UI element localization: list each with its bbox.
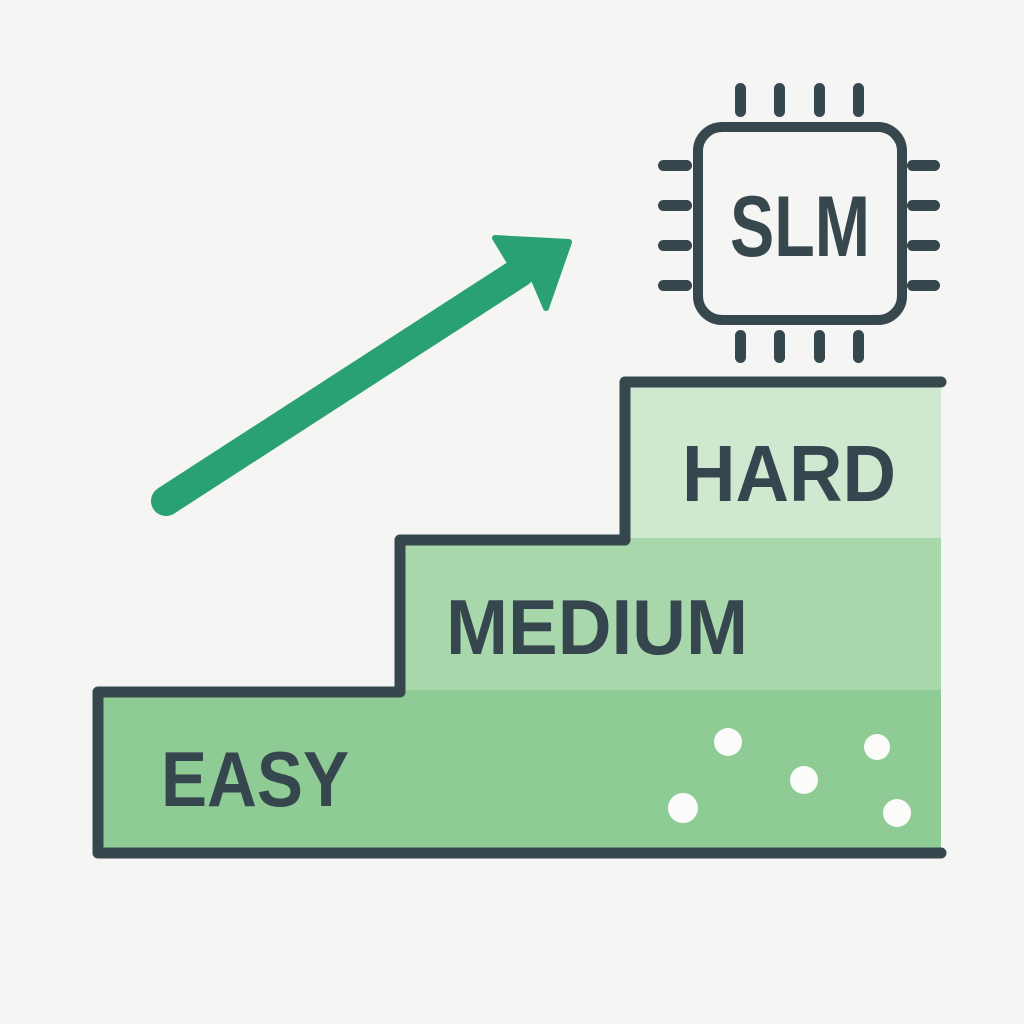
slm-chip-icon: SLM <box>658 83 940 363</box>
chip-pin <box>658 280 692 291</box>
chip-pin <box>735 83 746 117</box>
staircase-outline <box>92 376 947 859</box>
step-easy-label: EASY <box>161 735 349 823</box>
decor-dot <box>714 728 742 756</box>
step-hard-fill <box>625 380 941 540</box>
decor-dot <box>883 799 911 827</box>
arrow-head <box>492 235 572 311</box>
step-hard-label: HARD <box>682 429 896 518</box>
arrow-shaft <box>151 257 535 516</box>
chip-pin <box>774 330 785 363</box>
growth-arrow-icon <box>151 235 572 516</box>
chip-pin <box>658 160 692 171</box>
chip-pin <box>658 240 692 251</box>
chip-pin <box>814 330 825 363</box>
chip-pin <box>774 83 785 117</box>
decor-dot <box>864 734 890 760</box>
chip-pin <box>907 160 940 171</box>
chip-pins-top <box>735 83 864 117</box>
chip-label: SLM <box>730 179 870 275</box>
chip-pin <box>907 200 940 211</box>
decor-dot <box>668 793 698 823</box>
easy-step-dots <box>668 728 911 827</box>
chip-pins-right <box>907 160 940 291</box>
chip-pins-bottom <box>735 330 864 363</box>
chip-pin <box>907 280 940 291</box>
chip-body <box>693 122 907 325</box>
chip-pin <box>853 83 864 117</box>
chip-pin <box>735 330 746 363</box>
chip-pin <box>853 330 864 363</box>
chip-pins-left <box>658 160 692 291</box>
chip-pin <box>814 83 825 117</box>
step-medium-label: MEDIUM <box>446 583 748 671</box>
decor-dot <box>790 766 818 794</box>
chip-pin <box>907 240 940 251</box>
step-medium-fill <box>400 538 941 692</box>
chip-pin <box>658 200 692 211</box>
staircase: EASY MEDIUM HARD <box>92 376 947 859</box>
